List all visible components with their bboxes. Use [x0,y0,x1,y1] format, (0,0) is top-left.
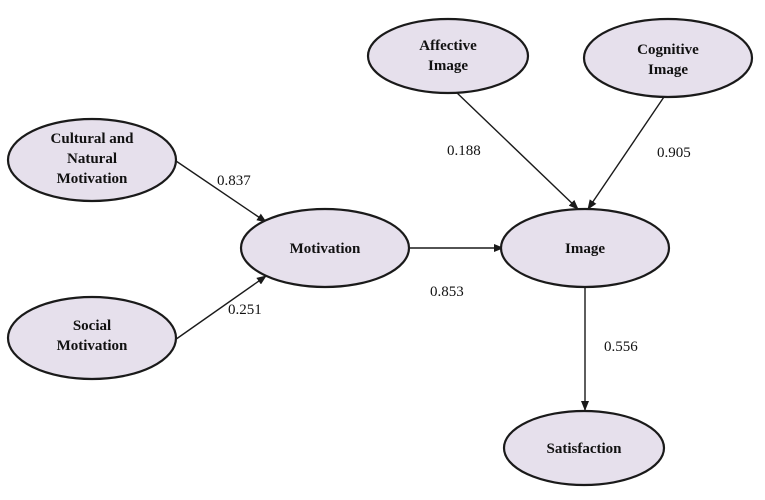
node-label-line: Cultural and [51,131,135,147]
edges-layer [171,90,669,411]
node-ellipse [499,207,671,289]
edge-affective-to-image [454,90,579,210]
node-cognitive-image: Cognitive Image [582,17,754,99]
coefficient-affective-to-image: 0.188 [447,143,481,159]
node-label-line: Affective [419,38,477,54]
edge-cultural-to-motivation [175,160,267,223]
node-ellipse [239,207,411,289]
edge-social-to-motivation [171,275,267,343]
coefficient-cognitive-to-image: 0.905 [657,145,691,161]
node-ellipse [366,17,530,95]
node-affective-image: Affective Image [366,17,530,95]
coefficients-layer: 0.837 0.251 0.853 0.188 0.905 0.556 [217,143,691,355]
node-label-line: Cognitive [637,42,699,58]
node-label-line: Image [428,58,468,74]
node-label-line: Motivation [290,241,361,257]
node-motivation: Motivation [239,207,411,289]
node-cultural-natural-motivation: Cultural and Natural Motivation [6,117,178,203]
edge-cognitive-to-image [587,90,669,210]
node-label-line: Motivation [57,171,128,187]
node-label-line: Social [73,318,111,334]
node-image: Image [499,207,671,289]
node-label-line: Image [565,241,605,257]
coefficient-cultural-to-motivation: 0.837 [217,173,251,189]
node-ellipse [502,409,666,487]
node-ellipse [6,117,178,203]
node-label-line: Satisfaction [547,441,623,457]
coefficient-social-to-motivation: 0.251 [228,302,262,318]
node-ellipse [582,17,754,99]
coefficient-motivation-to-image: 0.853 [430,284,464,300]
node-label-line: Natural [67,151,117,167]
node-ellipse [6,295,178,381]
node-social-motivation: Social Motivation [6,295,178,381]
node-label-line: Image [648,62,688,78]
node-satisfaction: Satisfaction [502,409,666,487]
node-label-line: Motivation [57,338,128,354]
coefficient-image-to-satisfaction: 0.556 [604,339,638,355]
